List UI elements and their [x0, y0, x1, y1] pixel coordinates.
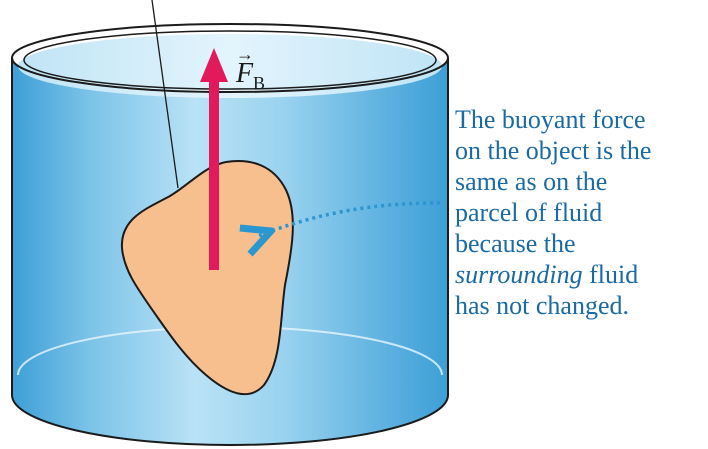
caption: The buoyant force on the object is the s… [455, 104, 705, 321]
caption-line-7: has not changed. [455, 290, 705, 321]
caption-emphasis: surrounding [455, 260, 583, 289]
caption-line-2: on the object is the [455, 135, 705, 166]
caption-line-3: same as on the [455, 166, 705, 197]
caption-line-6-rest: fluid [583, 260, 639, 289]
caption-line-4: parcel of fluid [455, 197, 705, 228]
caption-line-5: because the [455, 228, 705, 259]
caption-line-6: surrounding fluid [455, 259, 705, 290]
caption-line-1: The buoyant force [455, 104, 705, 135]
force-label-symbol: F [235, 58, 254, 89]
force-label-subscript: B [253, 73, 265, 93]
